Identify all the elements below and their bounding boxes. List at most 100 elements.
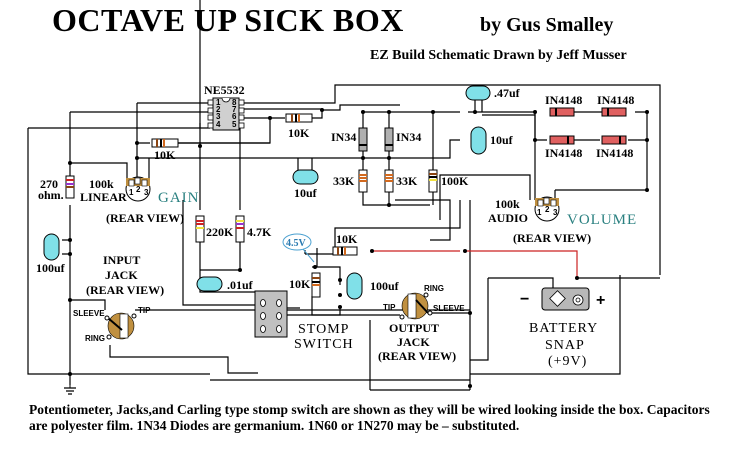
resistor-label: 10K [336,232,358,246]
pot-view: (REAR VIEW) [106,211,184,225]
resistor-100k[interactable]: 100K [428,169,469,193]
output-jack[interactable]: OUTPUT JACK (REAR VIEW) SLEEVE TIP RING [378,284,465,363]
capacitor-10uf-right[interactable]: 10uf [470,126,514,155]
pot-taper: LINEAR [80,190,127,204]
pot-volume[interactable]: 1 2 3 100k AUDIO VOLUME (REAR VIEW) [488,196,637,245]
resistor-33k-a[interactable]: 33K [333,169,368,193]
diode-label: IN4148 [597,93,634,107]
ic-pin-1: 1 [216,98,221,107]
ic-pin-4: 4 [216,120,221,129]
jack-label: (REAR VIEW) [86,283,164,297]
jack-terminal-label: SLEEVE [73,309,105,318]
battery-snap[interactable]: − + BATTERY SNAP (+9V) [520,287,605,369]
pot-pin-3: 3 [144,188,149,197]
pot-gain[interactable]: 1 2 3 100k LINEAR GAIN (REAR VIEW) [80,176,200,225]
capacitor-label: 100uf [36,261,66,275]
pot-taper: AUDIO [488,211,528,225]
footer-note: Potentiometer, Jacks,and Carling type st… [29,402,710,433]
input-jack[interactable]: INPUT JACK (REAR VIEW) SLEEVE TIP RING [73,253,164,343]
diode-label: IN4148 [596,146,633,160]
resistor-label: ohm. [38,188,64,202]
ic-label: NE5532 [204,83,245,97]
diode-in4148-2[interactable]: IN4148 [597,93,634,117]
ic-ne5532[interactable]: 1 2 3 4 5 6 7 8 NE5532 [204,83,245,131]
jack-terminal-label: RING [424,284,444,293]
pot-pin-2: 2 [545,205,550,214]
resistor-label: 100K [441,174,469,188]
resistor-4-7k[interactable]: 4.7K [235,215,272,243]
pot-pin-1: 1 [537,208,542,217]
diode-in4148-3[interactable]: IN4148 [545,135,582,160]
capacitor-100uf-bias[interactable]: 100uf [346,272,400,300]
capacitor-label: .47uf [494,86,521,100]
resistor-label: 10K [154,148,176,162]
pot-pin-3: 3 [553,208,558,217]
resistor-10k-gain[interactable]: 10K [151,138,179,162]
author-byline: by Gus Smalley [480,14,614,36]
jack-label: OUTPUT [389,321,439,335]
resistor-10k-bias-top[interactable]: 10K [332,232,358,256]
capacitor-label: 100uf [370,279,400,293]
diode-label: IN4148 [545,146,582,160]
bias-voltage-label: 4.5V [286,238,307,249]
resistor-label: 270 [40,177,58,191]
ic-pin-7: 7 [232,105,237,114]
pot-pin-2: 2 [136,185,141,194]
resistor-label: 10K [289,277,311,291]
resistor-270-ohm[interactable]: 270 ohm. [38,175,75,202]
stomp-switch[interactable]: STOMP SWITCH [254,290,354,352]
diode-in4148-4[interactable]: IN4148 [596,135,633,160]
jack-terminal-label: TIP [383,303,396,312]
ic-pin-5: 5 [232,120,237,129]
positive-supply-wire [372,250,578,278]
resistor-label: 33K [333,174,355,188]
page-title: OCTAVE UP SICK BOX [52,2,404,38]
ic-pin-2: 2 [216,105,221,114]
diode-label: IN4148 [545,93,582,107]
capacitor-10uf-mid[interactable]: 10uf [292,169,319,200]
capacitor-01uf[interactable]: .01uf [196,276,254,292]
jack-terminal-label: TIP [138,306,151,315]
resistor-10k-bias[interactable]: 10K [289,272,321,298]
resistor-label: 10K [288,126,310,140]
diode-label: IN34 [396,130,421,144]
resistor-220k[interactable]: 220K [195,215,234,243]
diode-in34-a[interactable]: IN34 [331,127,368,152]
resistor-33k-b[interactable]: 33K [384,169,418,193]
jack-terminal-label: SLEEVE [433,304,465,313]
subtitle: EZ Build Schematic Drawn by Jeff Musser [370,48,627,63]
pot-name: VOLUME [567,212,637,228]
junction-dots [68,108,649,388]
battery-label: (+9V) [548,354,587,369]
battery-plus-label: + [596,292,605,309]
switch-label: STOMP [298,322,349,337]
battery-label: SNAP [545,338,585,353]
jack-label: (REAR VIEW) [378,349,456,363]
bias-voltage-callout: 4.5V [282,233,315,263]
diode-in34-b[interactable]: IN34 [384,127,421,152]
pot-value: 100k [89,177,114,191]
pot-pin-1: 1 [129,188,134,197]
battery-minus-label: − [520,291,529,308]
diode-in4148-1[interactable]: IN4148 [545,93,582,117]
capacitor-100uf-left[interactable]: 100uf [36,233,66,275]
pot-view: (REAR VIEW) [513,231,591,245]
resistor-label: 33K [396,174,418,188]
resistor-label: 4.7K [247,225,272,239]
capacitor-label: 10uf [294,186,318,200]
jack-label: JACK [105,268,138,282]
diode-label: IN34 [331,130,356,144]
capacitor-047uf[interactable]: .47uf [465,85,521,101]
ground-icon [64,385,76,395]
jack-terminal-label: RING [85,334,105,343]
ic-pin-3: 3 [216,112,221,121]
battery-label: BATTERY [529,321,598,336]
pot-name: GAIN [158,190,200,206]
resistor-10k-feedback[interactable]: 10K [285,113,313,140]
pot-value: 100k [495,197,520,211]
ic-pin-8: 8 [232,98,237,107]
ic-pin-6: 6 [232,112,237,121]
jack-label: JACK [397,335,430,349]
wires [27,0,661,391]
